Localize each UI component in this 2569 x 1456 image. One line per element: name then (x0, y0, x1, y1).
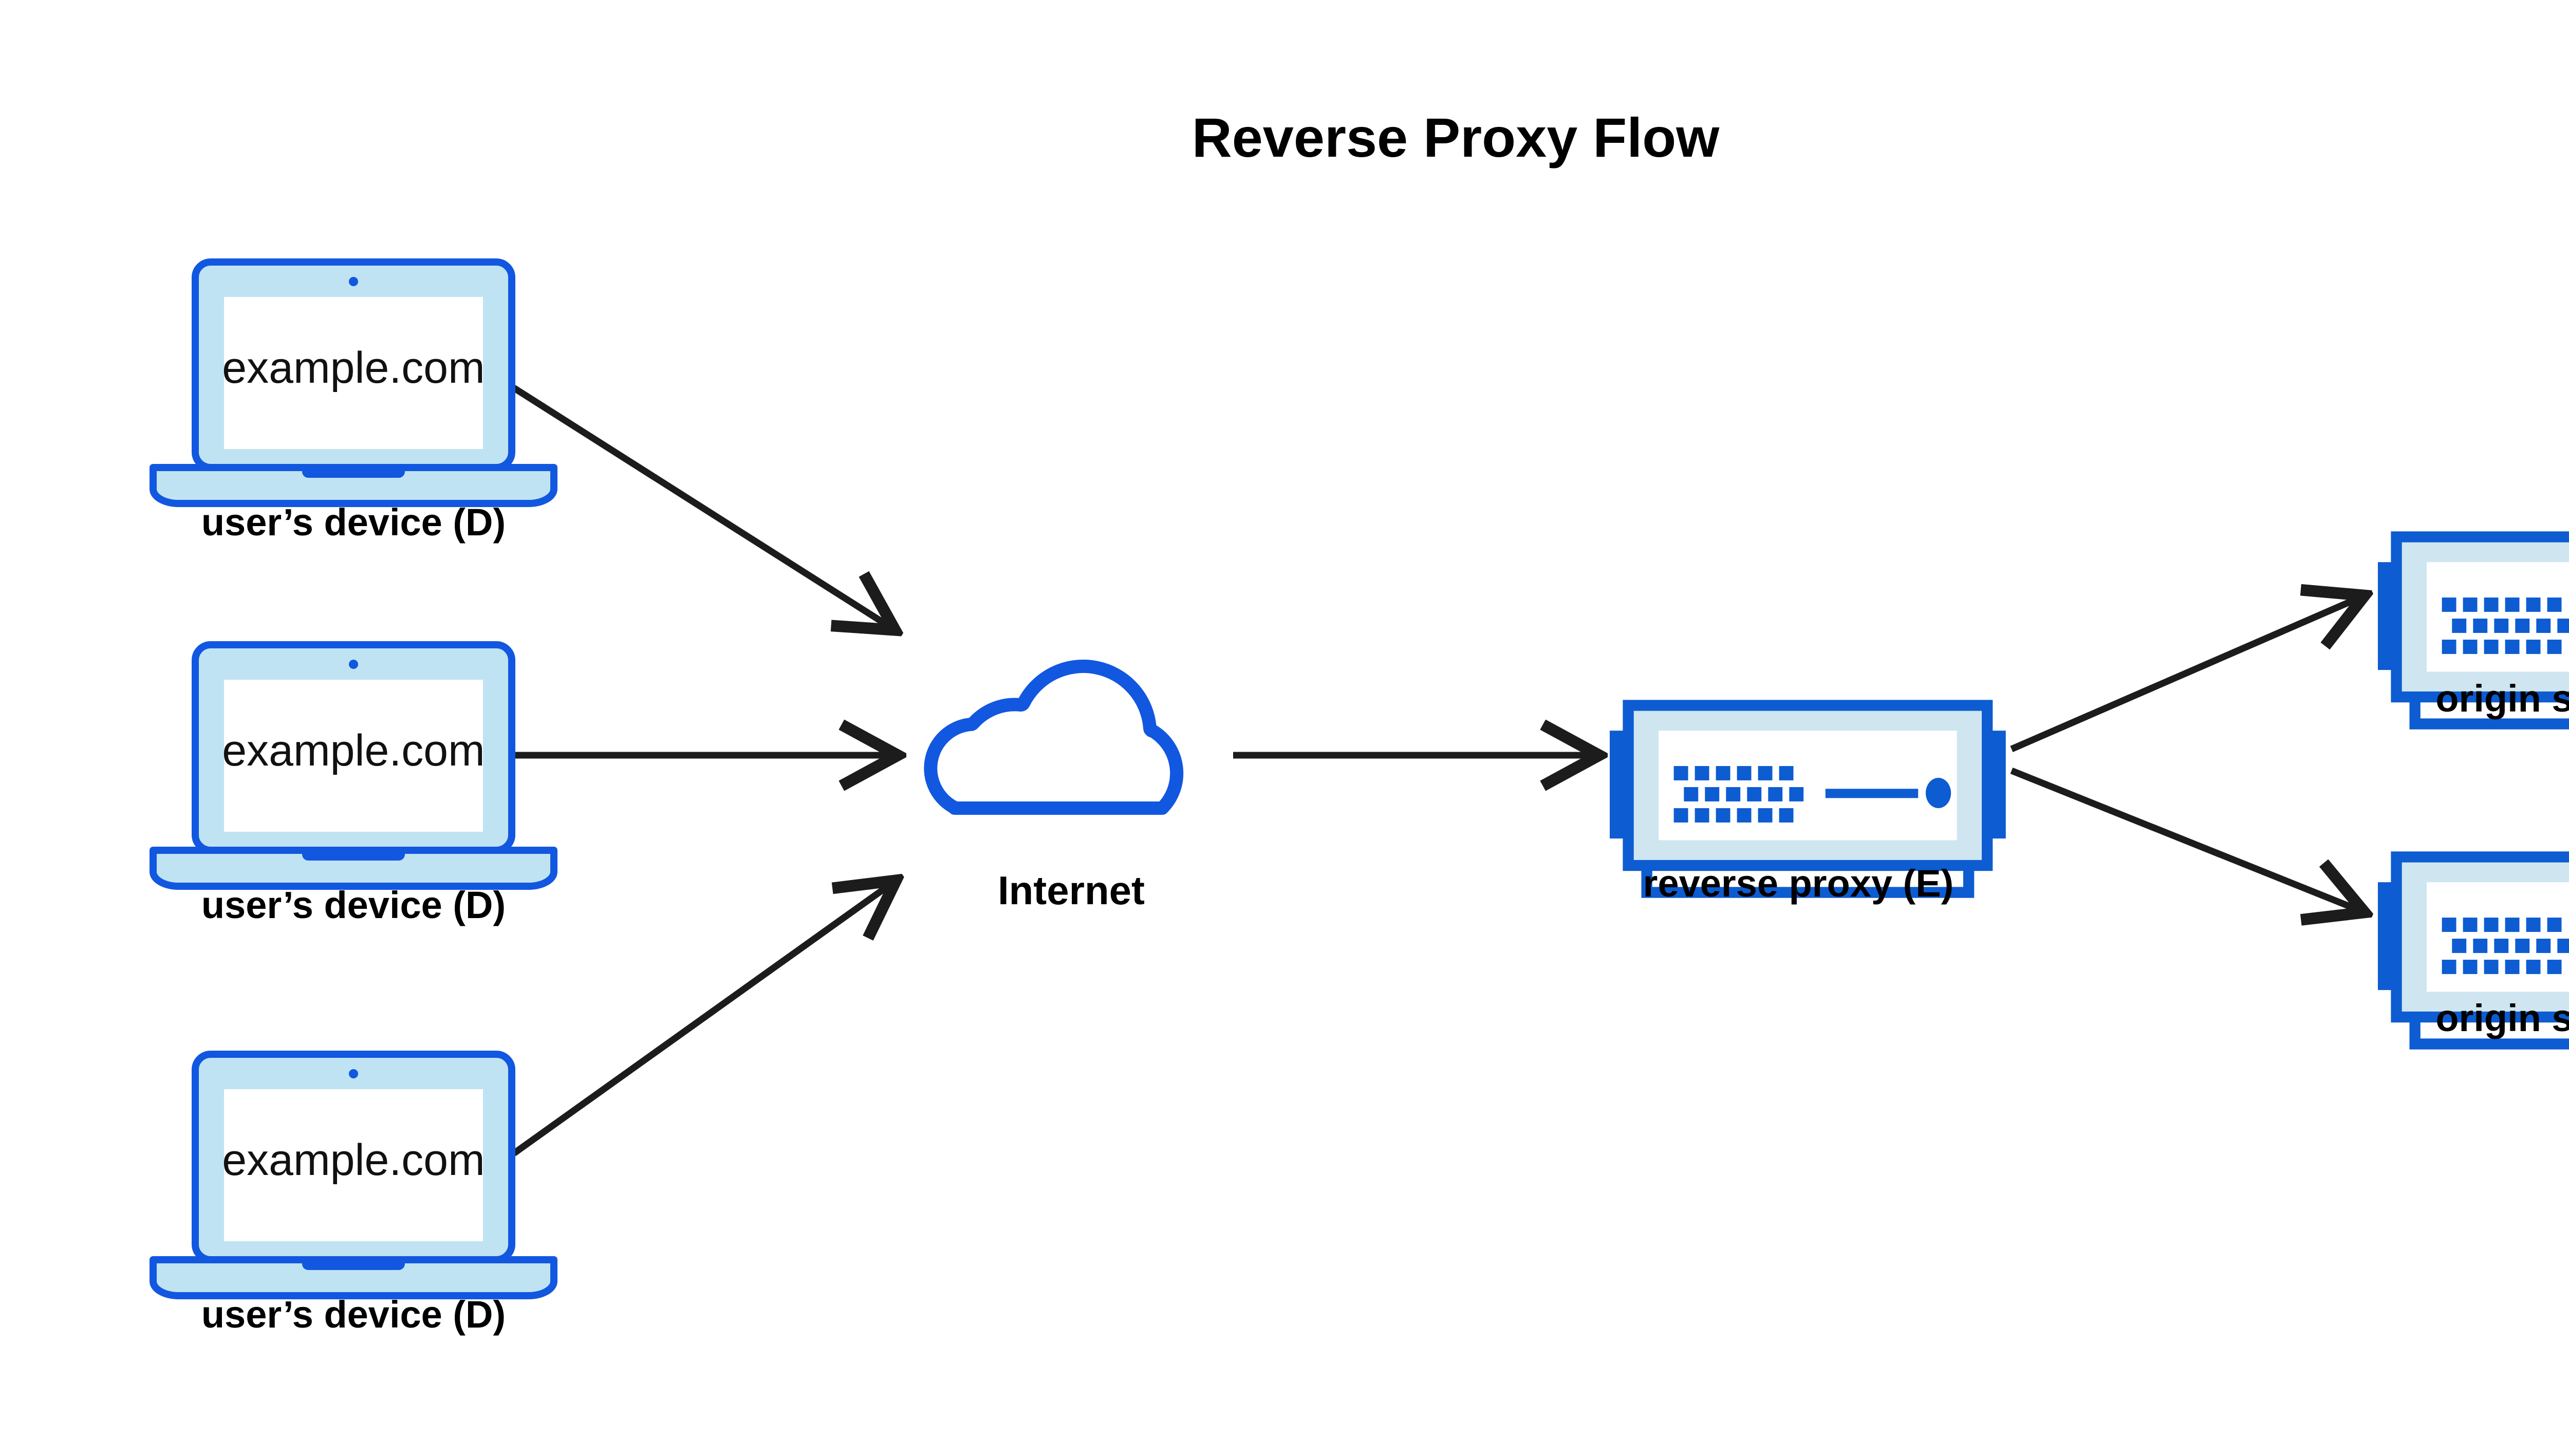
cloud-icon (930, 666, 1177, 808)
client-screen-text: example.com (222, 1135, 485, 1185)
node-origin-top[interactable]: origin server (F) (2378, 537, 2569, 724)
page-title: Reverse Proxy Flow (1192, 106, 1720, 169)
proxy-label: reverse proxy (E) (1643, 862, 1954, 905)
client-label: user’s device (D) (201, 1293, 506, 1336)
edge-proxy-to-origin-top (2010, 596, 2363, 752)
cloud-label: Internet (998, 868, 1145, 913)
edge-client-bottom-to-cloud (512, 881, 895, 1156)
node-client-middle[interactable]: example.com user’s device (D) (153, 645, 554, 926)
edge-proxy-to-origin-bottom (2010, 767, 2363, 912)
client-label: user’s device (D) (201, 884, 506, 926)
client-screen-text: example.com (222, 726, 485, 775)
node-client-top[interactable]: example.com user’s device (D) (153, 262, 554, 544)
client-screen-text: example.com (222, 343, 485, 393)
node-reverse-proxy[interactable]: reverse proxy (E) (1610, 705, 2006, 905)
node-origin-bottom[interactable]: origin server (F) (2378, 857, 2569, 1044)
edge-layer (512, 385, 2363, 1156)
node-internet-cloud[interactable]: Internet (930, 666, 1177, 913)
origin-label: origin server (F) (2435, 677, 2569, 720)
edge-client-top-to-cloud (512, 385, 894, 629)
origin-label: origin server (F) (2435, 997, 2569, 1039)
node-client-bottom[interactable]: example.com user’s device (D) (153, 1054, 554, 1336)
client-label: user’s device (D) (201, 501, 506, 544)
